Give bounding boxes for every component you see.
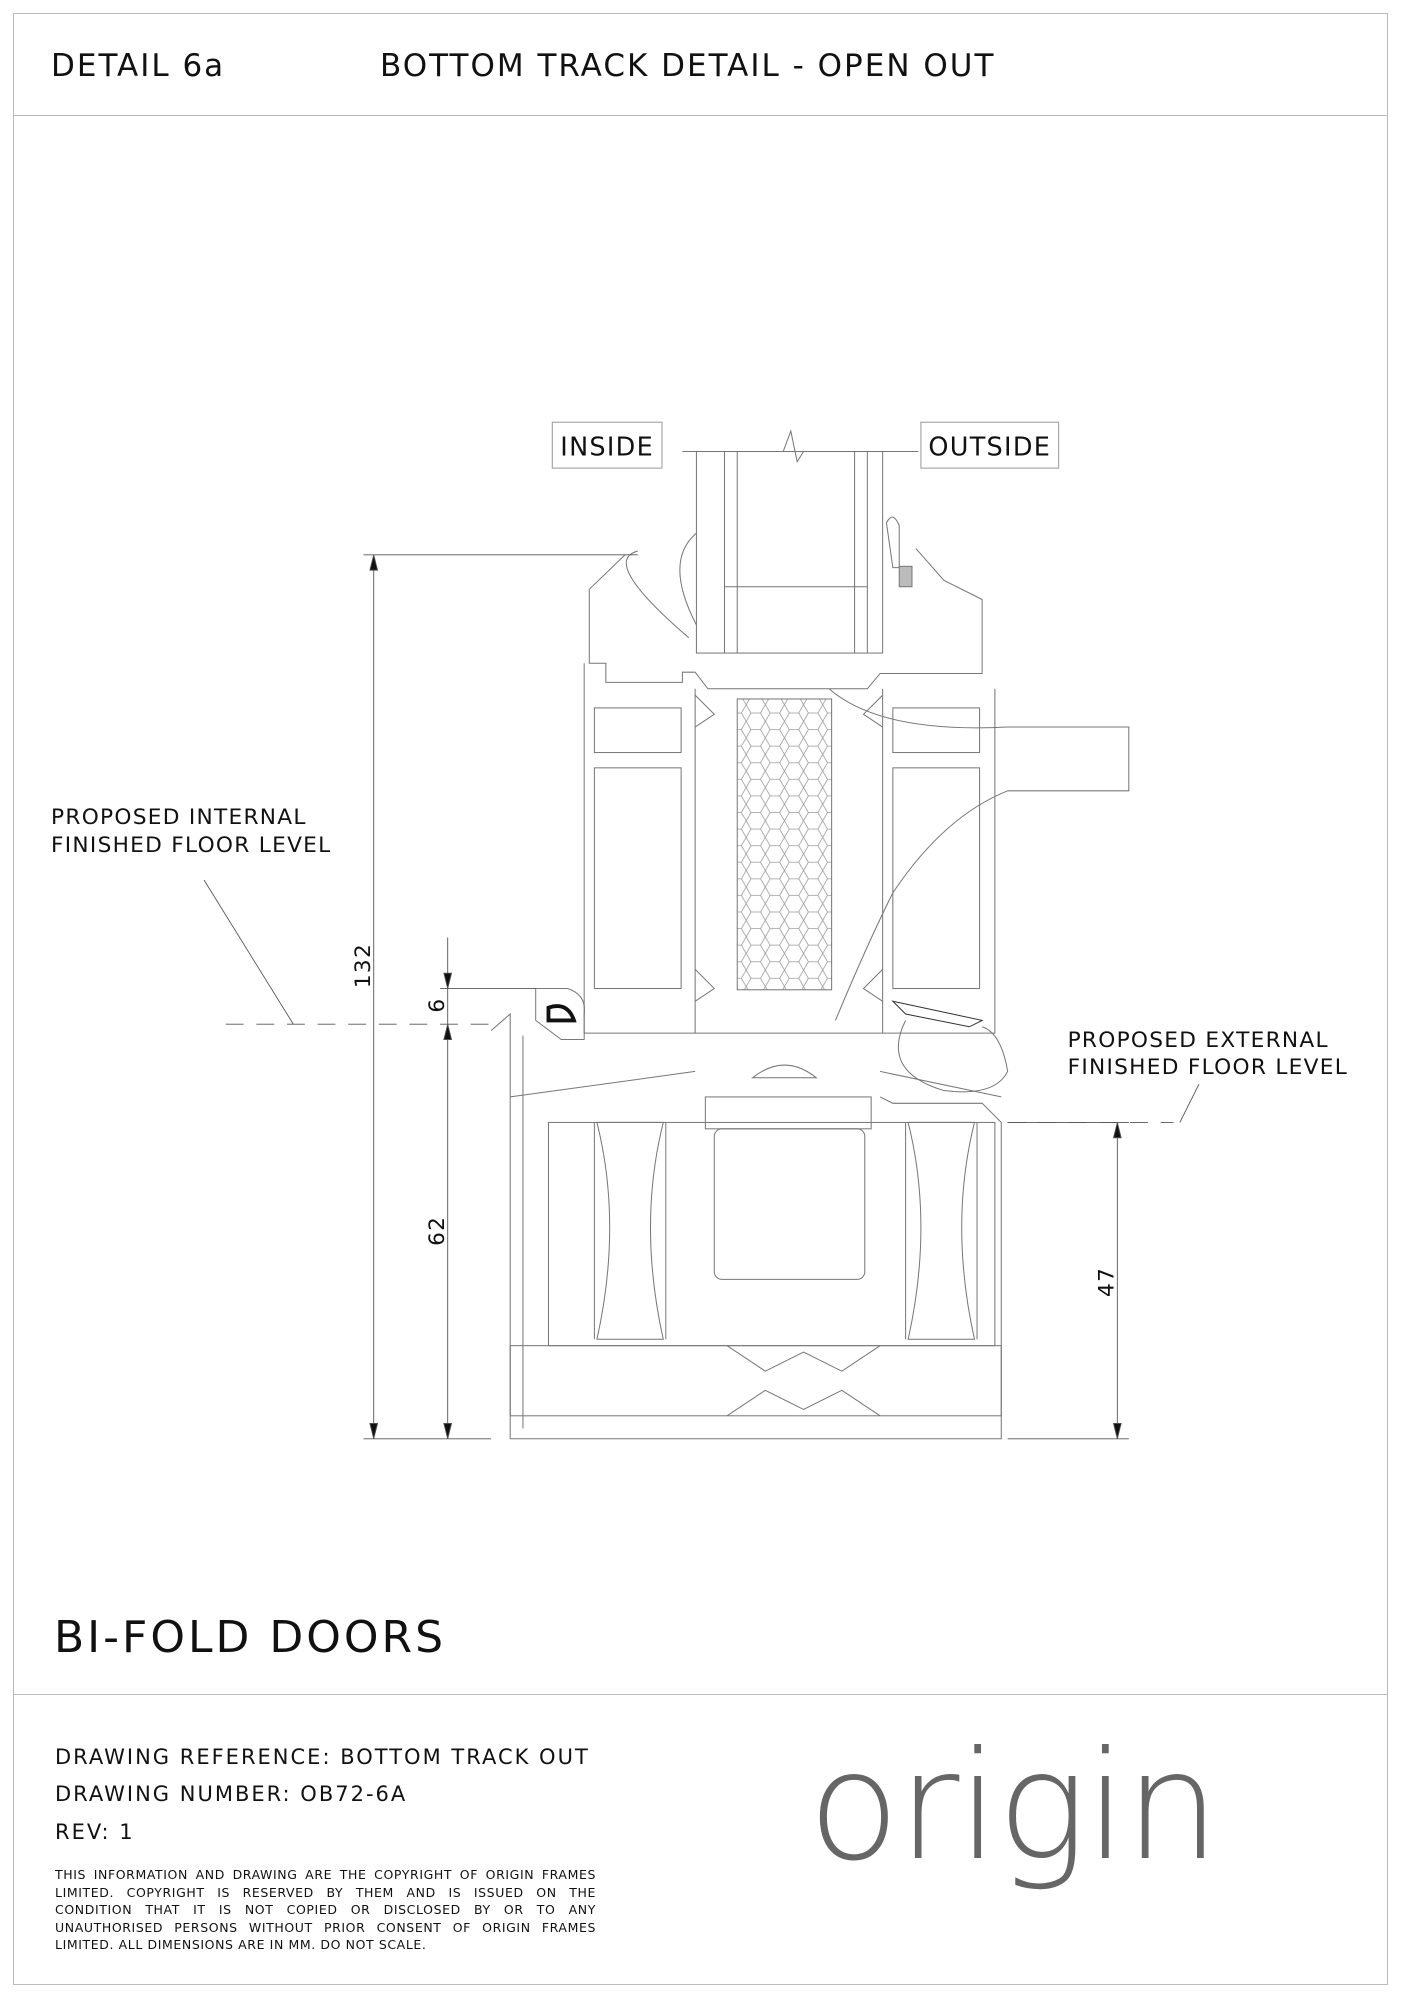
glazing-gasket-inner <box>679 532 697 626</box>
dim-external-height: 47 <box>1095 1267 1120 1297</box>
glass-unit <box>695 451 884 654</box>
internal-ffl-line1: PROPOSED INTERNAL <box>51 805 307 830</box>
sheet-border <box>13 13 1388 1985</box>
drawing-number: DRAWING NUMBER: OB72-6A <box>55 1782 408 1806</box>
outside-label-box <box>920 421 1060 469</box>
weather-bar <box>828 688 1130 1021</box>
detail-number: DETAIL 6a <box>51 48 226 84</box>
bottom-track <box>490 1012 1002 1440</box>
dim-overall: 132 <box>351 943 376 988</box>
sash-profile <box>583 516 996 1034</box>
origin-logo: origin <box>808 1720 1220 1894</box>
product-name: BI-FOLD DOORS <box>54 1612 447 1663</box>
left-wheel <box>593 1121 667 1340</box>
outside-label: OUTSIDE <box>928 432 1051 462</box>
roller-carriage <box>713 1128 866 1280</box>
drawing-reference: DRAWING REFERENCE: BOTTOM TRACK OUT <box>55 1745 590 1769</box>
right-wheel <box>905 1121 978 1340</box>
title-block-divider <box>13 1694 1388 1695</box>
revision: REV: 1 <box>55 1820 135 1844</box>
header-divider <box>13 115 1388 116</box>
copyright-notice: THIS INFORMATION AND DRAWING ARE THE COP… <box>55 1867 596 1952</box>
dimension-lines <box>203 554 1200 1440</box>
dim-step: 6 <box>425 998 450 1013</box>
inside-label: INSIDE <box>560 432 654 462</box>
internal-ffl-line2: FINISHED FLOOR LEVEL <box>51 833 331 858</box>
detail-title: BOTTOM TRACK DETAIL - OPEN OUT <box>380 48 996 84</box>
external-ffl-line1: PROPOSED EXTERNAL <box>1068 1028 1329 1053</box>
external-ffl-line2: FINISHED FLOOR LEVEL <box>1068 1055 1348 1080</box>
inside-label-box <box>551 421 663 469</box>
insulation-core <box>736 698 833 991</box>
dim-internal-height: 62 <box>425 1216 450 1246</box>
